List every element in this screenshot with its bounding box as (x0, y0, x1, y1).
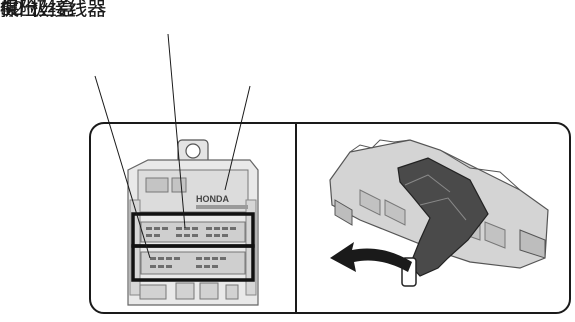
pull-direction-arrow (330, 242, 412, 272)
leader-fuse-box (224, 85, 251, 191)
label-52-pin-connector: 52 极接线器 (0, 0, 107, 20)
highlight-40-pin (131, 244, 255, 282)
label-fuse-box: 保险丝盒 (0, 0, 77, 20)
connector-52-pin-block (140, 221, 246, 243)
honda-logo: HONDA (196, 194, 229, 204)
connector-40-pin-block (140, 251, 246, 275)
connector-lever (397, 157, 489, 277)
connector-removal-view (329, 139, 549, 287)
label-pull-out: 拔出 (0, 0, 39, 20)
leader-52-pin (167, 33, 186, 229)
fuse-box-front-view: HONDA (127, 139, 259, 306)
label-40-pin-connector: 40 极接线器 (0, 0, 107, 20)
leader-40-pin (94, 75, 151, 259)
diagram-frame (89, 122, 571, 314)
